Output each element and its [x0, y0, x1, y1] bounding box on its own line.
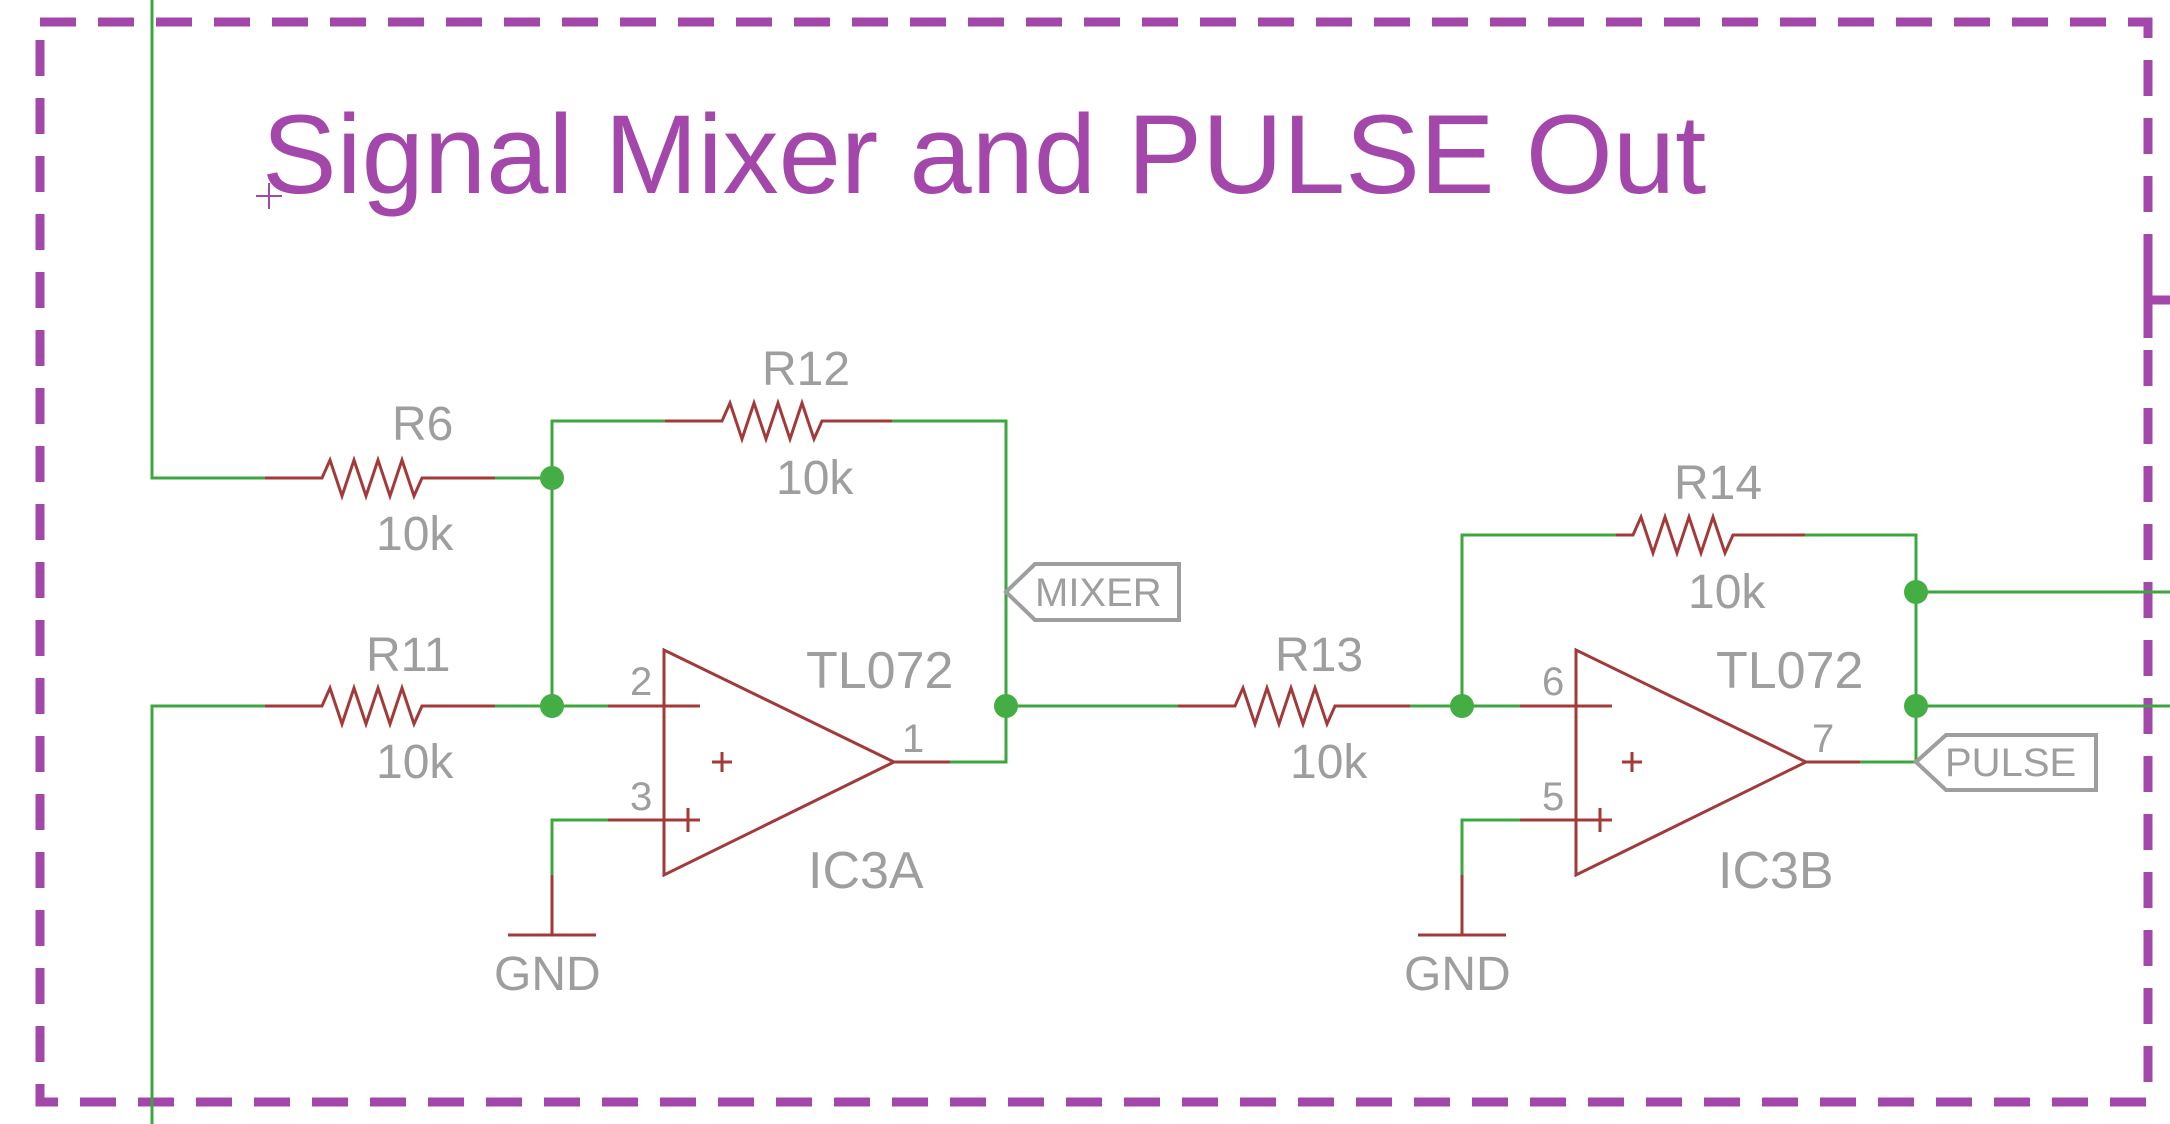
opamp-ic3b-pin-out-number: 7 [1812, 717, 1834, 761]
resistor-r14-name: R14 [1674, 457, 1762, 510]
wire-r14-right [1803, 533, 1918, 708]
ground-1-bar [508, 875, 596, 937]
net-label-pulse-text: PULSE [1945, 741, 2076, 785]
opamp-ic3b-center-mark [1622, 752, 1642, 772]
net-label-pulse[interactable]: PULSE [1913, 733, 2098, 792]
junction-dot [540, 694, 564, 718]
ground-2-bar [1418, 875, 1506, 937]
opamp-ic3b-plus-sign [1588, 808, 1612, 832]
opamp-ic3b-triangle [1574, 647, 1810, 878]
opamp-ic3a-value: TL072 [806, 642, 953, 700]
sheet-title: Signal Mixer and PULSE Out [262, 92, 1706, 217]
opamp-ic3a[interactable]: 2 3 1 TL072 IC3A [608, 642, 953, 900]
opamp-ic3a-center-mark [712, 752, 732, 772]
opamp-ic3a-name: IC3A [808, 842, 924, 900]
opamp-ic3b-value: TL072 [1716, 642, 1863, 700]
sheet-frame-tab [2143, 262, 2170, 338]
net-label-mixer-flag [1003, 562, 1181, 622]
resistor-r11-value: 10k [376, 736, 454, 789]
wire-ic3a-noninv-gnd [550, 818, 610, 877]
resistor-r13[interactable]: R13 10k [1178, 629, 1410, 789]
junction-dot [540, 466, 564, 490]
wire-r11-input [150, 704, 267, 1124]
ground-symbol-1[interactable]: GND [494, 875, 601, 1001]
resistor-r14[interactable]: R14 10k [1616, 457, 1805, 619]
resistor-r14-value: 10k [1688, 566, 1766, 619]
resistor-r11[interactable]: R11 10k [265, 629, 495, 789]
resistor-r12[interactable]: R12 10k [665, 343, 892, 505]
resistor-r12-symbol [665, 398, 892, 444]
junction-dot [1904, 580, 1928, 604]
junction-dot [1450, 694, 1474, 718]
resistor-r11-name: R11 [366, 629, 451, 682]
resistor-r6-name: R6 [392, 398, 453, 451]
resistor-r6-symbol [265, 455, 495, 501]
resistor-r6-value: 10k [376, 508, 454, 561]
opamp-ic3b-pin-noninv-number: 5 [1542, 775, 1564, 819]
resistor-r6[interactable]: R6 10k [265, 398, 495, 561]
opamp-ic3b-name: IC3B [1718, 842, 1834, 900]
junction-dot [994, 694, 1018, 718]
resistor-r12-value: 10k [776, 452, 854, 505]
junctions [540, 466, 1928, 718]
ground-2-label: GND [1404, 948, 1511, 1001]
opamp-ic3a-pin-noninv-number: 3 [630, 775, 652, 819]
resistor-r11-symbol [265, 683, 495, 729]
opamp-ic3a-pin-inv-number: 2 [630, 660, 652, 704]
resistor-r13-value: 10k [1290, 736, 1368, 789]
wire-r6-input [150, 0, 267, 480]
net-label-mixer-text: MIXER [1035, 571, 1162, 615]
wire-r14-left [1460, 533, 1618, 708]
ground-symbol-2[interactable]: GND [1404, 875, 1511, 1001]
wire-ic3b-noninv-gnd [1460, 818, 1522, 877]
opamp-ic3a-triangle [662, 647, 898, 878]
resistor-r14-symbol [1616, 512, 1805, 558]
resistor-r13-symbol [1178, 683, 1410, 729]
wire-ic3a-out [948, 704, 1008, 764]
opamp-ic3b-pin-inv-number: 6 [1542, 660, 1564, 704]
opamp-ic3b[interactable]: 6 5 7 TL072 IC3B [1520, 642, 1863, 900]
net-label-mixer[interactable]: MIXER [1003, 562, 1181, 622]
opamp-ic3a-plus-sign [676, 808, 700, 832]
resistor-r12-name: R12 [762, 343, 850, 396]
resistor-r13-name: R13 [1275, 629, 1363, 682]
ground-1-label: GND [494, 948, 601, 1001]
wire-r12-left [550, 419, 667, 480]
junction-dot [1904, 694, 1928, 718]
net-label-pulse-flag [1913, 733, 2098, 792]
wire-r12-right [890, 419, 1008, 708]
sheet-frame [35, 17, 2153, 1107]
title-origin-marker [256, 183, 282, 209]
opamp-ic3a-pin-out-number: 1 [902, 717, 924, 761]
